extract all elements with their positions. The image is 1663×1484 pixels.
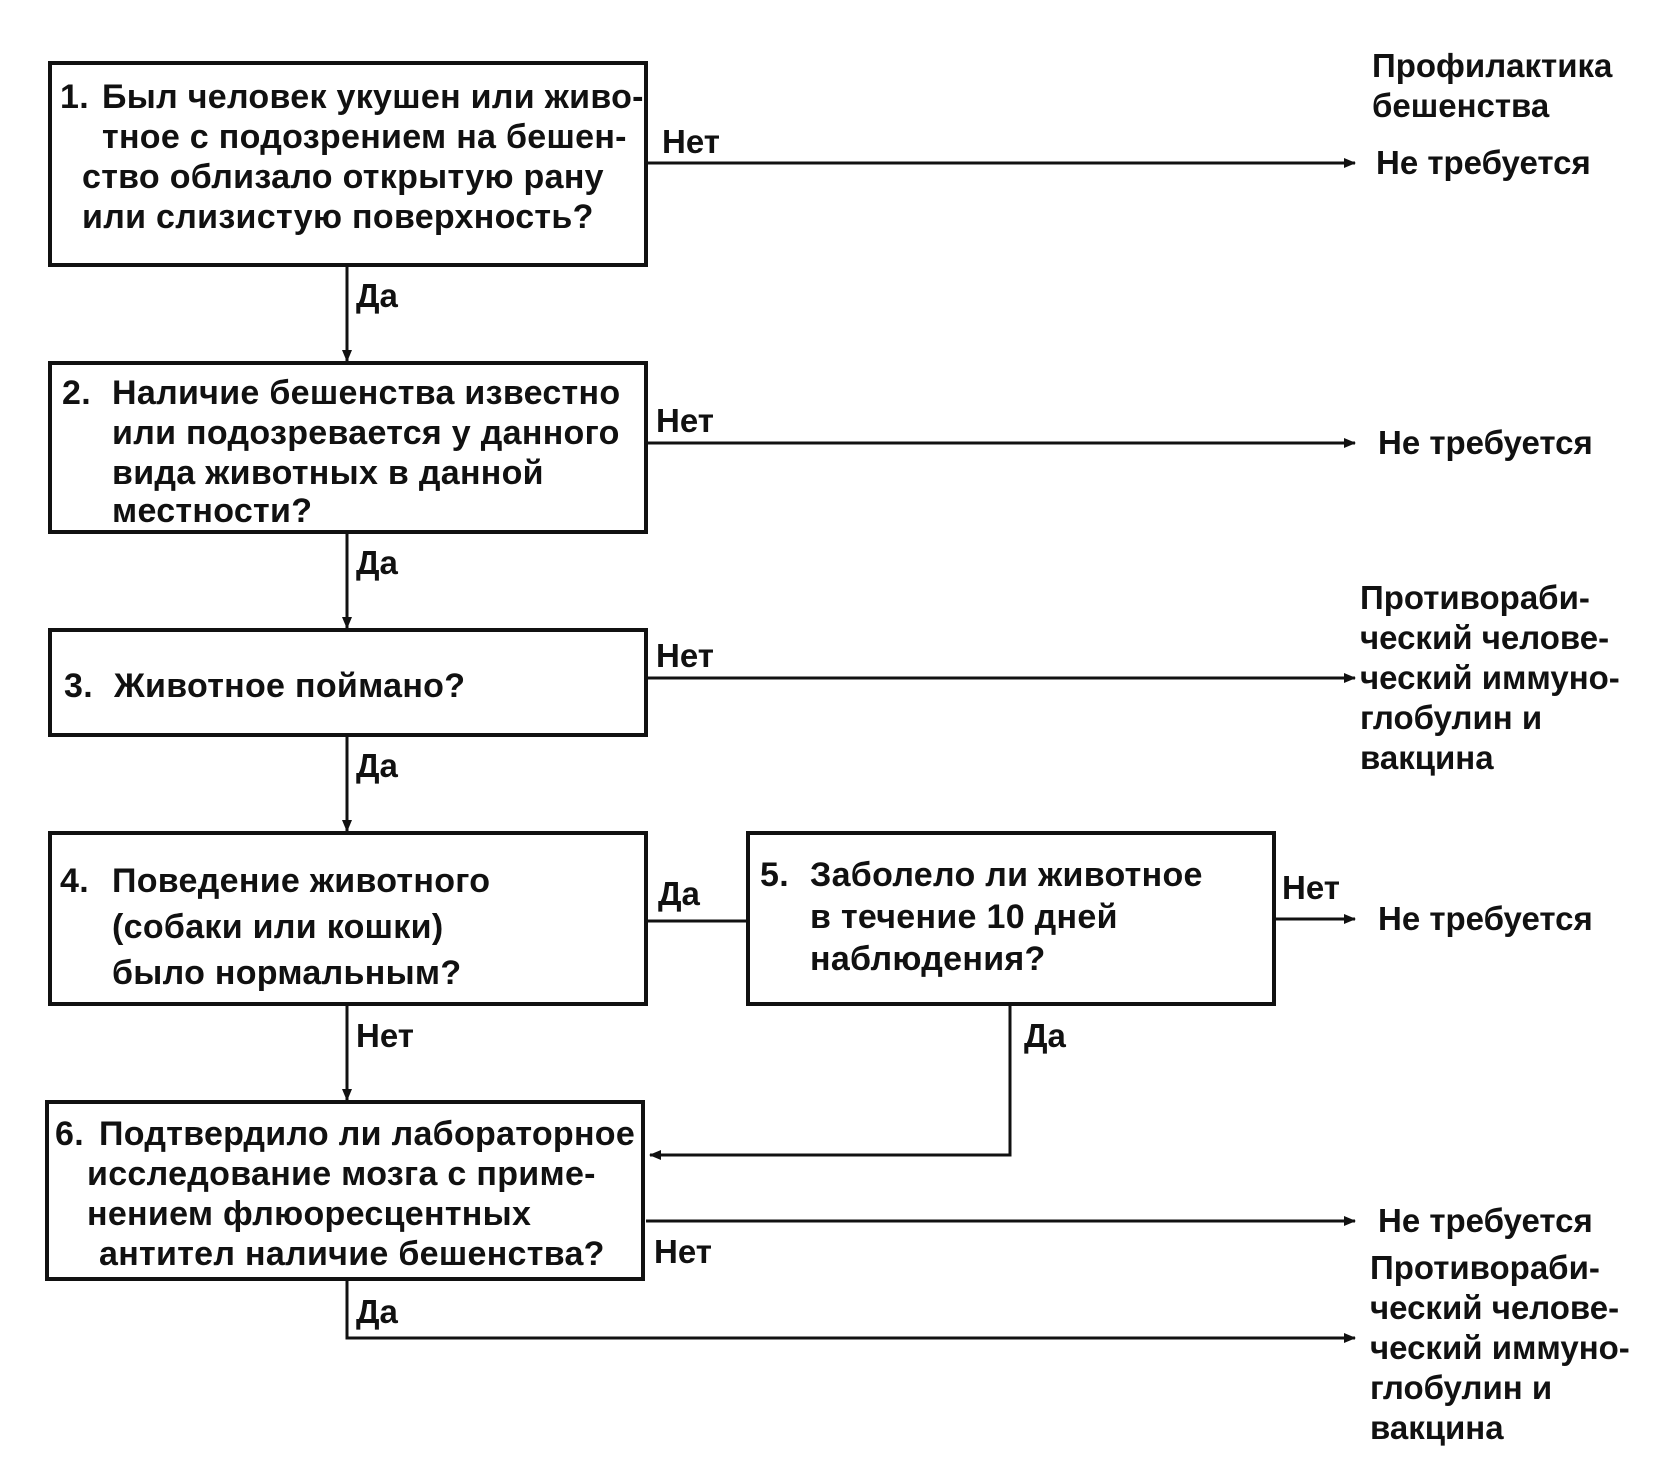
branch-label-no: Нет bbox=[1282, 869, 1340, 906]
outcome-line: вакцина bbox=[1360, 739, 1494, 776]
outcome-line: ческий иммуно- bbox=[1370, 1329, 1630, 1366]
arrow-q6-yes bbox=[345, 1281, 1356, 1343]
question-text-line: или слизистую поверхность? bbox=[82, 198, 594, 236]
branch-label-no: Нет bbox=[356, 1017, 414, 1054]
question-box-3: 3. Животное поймано? bbox=[48, 628, 648, 737]
arrow-q5-yes bbox=[649, 1006, 1012, 1160]
outcome-line: ческий иммуно- bbox=[1360, 659, 1620, 696]
question-number: 5. bbox=[760, 856, 789, 894]
branch-label-yes: Да bbox=[356, 544, 398, 581]
question-text-line: нением флюоресцентных bbox=[87, 1195, 532, 1233]
question-text-line: исследование мозга с приме- bbox=[87, 1155, 596, 1193]
outcome-line: ческий челове- bbox=[1370, 1289, 1620, 1326]
branch-label-yes: Да bbox=[658, 875, 700, 912]
question-box-2: 2. Наличие бешенства известно или подозр… bbox=[48, 361, 648, 534]
outcome-line: Противораби- bbox=[1360, 579, 1590, 616]
question-text-line: ство облизало открытую рану bbox=[82, 158, 604, 196]
outcome-not-required: Не требуется bbox=[1378, 900, 1593, 937]
branch-label-yes: Да bbox=[356, 277, 398, 314]
question-text-line: Животное поймано? bbox=[114, 667, 466, 705]
question-text-line: Был человек укушен или живо- bbox=[102, 78, 644, 116]
branch-label-yes: Да bbox=[356, 747, 398, 784]
question-number: 6. bbox=[55, 1115, 84, 1153]
question-text-line: было нормальным? bbox=[112, 954, 462, 992]
question-text-line: Подтвердило ли лабораторное bbox=[99, 1115, 636, 1153]
question-number: 2. bbox=[62, 374, 91, 412]
outcome-not-required: Не требуется bbox=[1378, 1202, 1593, 1239]
outcome-line: вакцина bbox=[1370, 1409, 1504, 1446]
header-line-1: Профилактика bbox=[1372, 47, 1613, 84]
question-number: 4. bbox=[60, 862, 89, 900]
branch-label-no: Нет bbox=[656, 637, 714, 674]
question-text-line: местности? bbox=[112, 492, 313, 530]
header-line-2: бешенства bbox=[1372, 87, 1550, 124]
outcome-line: Противораби- bbox=[1370, 1249, 1600, 1286]
question-box-6: 6. Подтвердило ли лабораторное исследова… bbox=[45, 1100, 645, 1281]
question-text-line: вида животных в данной bbox=[112, 454, 544, 492]
outcome-line: глобулин и bbox=[1370, 1369, 1553, 1406]
question-box-4: 4. Поведение животного (собаки или кошки… bbox=[48, 831, 648, 1006]
question-text-line: в течение 10 дней bbox=[810, 898, 1118, 936]
outcome-not-required: Не требуется bbox=[1378, 424, 1593, 461]
outcome-not-required: Не требуется bbox=[1376, 144, 1591, 181]
branch-label-no: Нет bbox=[662, 123, 720, 160]
question-number: 1. bbox=[60, 78, 89, 116]
outcome-line: ческий челове- bbox=[1360, 619, 1610, 656]
question-text-line: (собаки или кошки) bbox=[112, 908, 444, 946]
question-number: 3. bbox=[64, 667, 93, 705]
question-text-line: Наличие бешенства известно bbox=[112, 374, 621, 412]
question-text-line: тное с подозрением на бешен- bbox=[102, 118, 627, 156]
branch-label-yes: Да bbox=[356, 1293, 398, 1330]
branch-label-yes: Да bbox=[1024, 1017, 1066, 1054]
branch-label-no: Нет bbox=[656, 402, 714, 439]
question-text-line: Заболело ли животное bbox=[810, 856, 1203, 894]
question-box-5: 5. Заболело ли животное в течение 10 дне… bbox=[746, 831, 1276, 1006]
question-text-line: Поведение животного bbox=[112, 862, 491, 900]
branch-label-no: Нет bbox=[654, 1233, 712, 1270]
outcome-line: глобулин и bbox=[1360, 699, 1543, 736]
question-text-line: или подозревается у данного bbox=[112, 414, 620, 452]
question-box-1: 1. Был человек укушен или живо- тное с п… bbox=[48, 61, 648, 267]
question-text-line: наблюдения? bbox=[810, 940, 1046, 978]
question-text-line: антител наличие бешенства? bbox=[99, 1235, 605, 1273]
